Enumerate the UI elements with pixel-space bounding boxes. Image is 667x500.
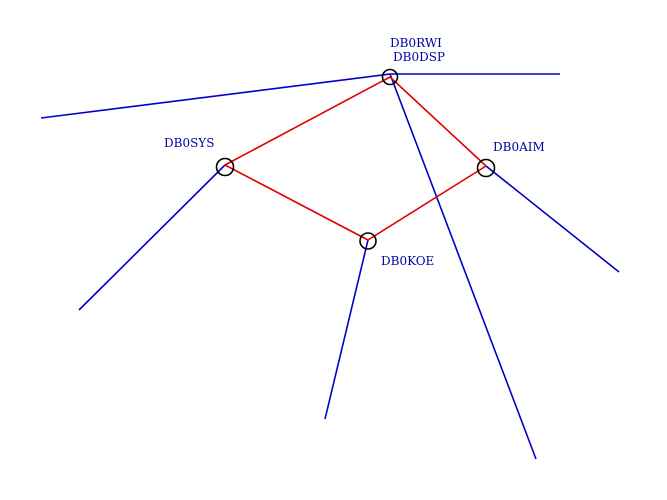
red-links	[224, 76, 487, 241]
label-db0aim: DB0AIM	[493, 140, 545, 154]
red-link-db0sys-db0koe	[224, 164, 369, 241]
red-link-db0rwi-db0aim	[389, 76, 487, 167]
label-db0dsp: DB0DSP	[393, 50, 445, 64]
label-db0sys: DB0SYS	[164, 136, 214, 150]
node-db0koe[interactable]	[359, 232, 377, 250]
node-db0sys[interactable]	[215, 157, 235, 177]
blue-links	[40, 73, 620, 460]
node-circles	[215, 68, 496, 250]
red-link-db0rwi-db0sys	[224, 76, 391, 166]
red-link-db0koe-db0aim	[367, 165, 487, 241]
blue-link-db0koe-south	[324, 239, 369, 420]
label-db0rwi: DB0RWI	[390, 36, 442, 50]
blue-link-db0aim-southeast	[485, 165, 620, 273]
label-db0koe: DB0KOE	[381, 254, 434, 268]
node-labels: DB0RWI DB0DSP DB0SYS DB0AIM DB0KOE	[164, 36, 545, 268]
blue-link-db0rwi-south	[389, 73, 537, 460]
blue-link-db0sys-southwest	[78, 164, 226, 311]
blue-link-db0rwi-west	[40, 73, 391, 119]
node-db0rwi[interactable]	[381, 68, 399, 86]
node-db0aim[interactable]	[476, 158, 496, 178]
